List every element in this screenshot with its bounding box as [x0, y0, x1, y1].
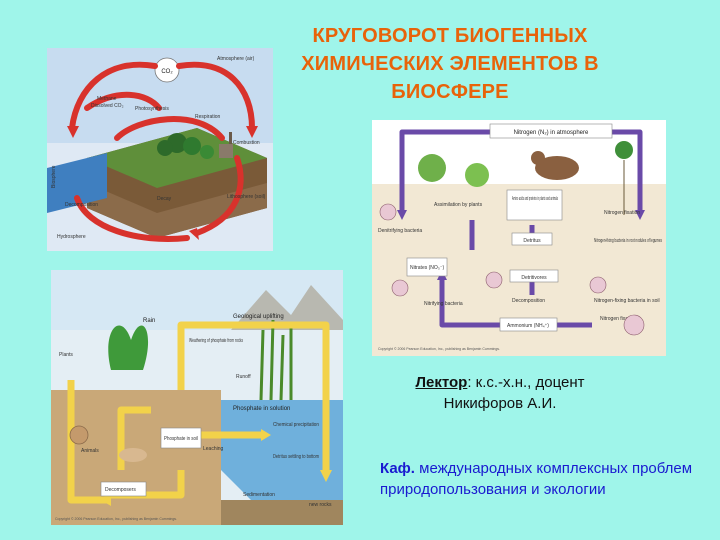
carbon-cycle-svg: CO₂ Atmosphere (air) Methane Dissolved C… [47, 48, 273, 251]
cabbage-left [418, 154, 446, 182]
title-line-3: БИОСФЕРЕ [270, 78, 630, 106]
rain-label: Rain [143, 318, 155, 324]
sedimentation-label: Sedimentation [243, 492, 275, 498]
nitrifying-label: Nitrifying bacteria [424, 301, 463, 307]
nitrogen-detritus-label: Detritus [523, 238, 541, 244]
phosphate-solution-label: Phosphate in solution [233, 406, 290, 412]
phosphorus-cycle-svg: Rain Geological uplifting Plants Weather… [51, 270, 343, 525]
hydrosphere-label: Hydrosphere [57, 234, 86, 240]
leaching-label: Leaching [203, 446, 224, 452]
assimilation-label: Assimilation by plants [434, 202, 483, 208]
nitrates-label: Nitrates (NO₃⁻) [410, 265, 444, 271]
nitrogen-atmosphere-label: Nitrogen (N₂) in atmosphere [514, 130, 589, 136]
lecturer-block: Лектор: к.с.-х.н., доцент Никифоров А.И. [360, 372, 640, 414]
nitrogen-copyright: Copyright © 2006 Pearson Education, Inc.… [378, 347, 500, 351]
co2-label: CO₂ [161, 69, 173, 75]
lecturer-degree: : к.с.-х.н., доцент [467, 374, 584, 391]
dissolved-label: Dissolved CO₂ [91, 103, 124, 109]
factory [219, 144, 233, 158]
detritivores-label: Detritivores [521, 275, 547, 281]
combustion-label: Combustion [233, 140, 260, 146]
phosphorus-detritus-label: Detritus settling to bottom [273, 454, 319, 460]
methane-label: Methane [97, 96, 117, 102]
mushrooms [119, 448, 147, 462]
lecturer-name: Никифоров А.И. [360, 393, 640, 414]
atmosphere-label: Atmosphere (air) [217, 56, 255, 62]
page-title: КРУГОВОРОТ БИОГЕННЫХ ХИМИЧЕСКИХ ЭЛЕМЕНТО… [270, 22, 630, 106]
title-line-1: КРУГОВОРОТ БИОГЕННЫХ [270, 22, 630, 50]
department-text: международных комплексных проблем природ… [380, 460, 692, 498]
respiration-label: Respiration [195, 114, 221, 120]
phosphate-soil-label: Phosphate in soil [164, 436, 198, 442]
lecturer-label: Лектор [415, 374, 467, 391]
nitrogen-decomposition-label: Decomposition [512, 298, 545, 304]
chemical-label: Chemical precipitation [273, 422, 319, 428]
title-line-2: ХИМИЧЕСКИХ ЭЛЕМЕНТОВ В [270, 50, 630, 78]
photosynthesis-label: Photosynthesis [135, 106, 169, 112]
decomposition-label: Decomposition [65, 202, 98, 208]
nitrogen-cycle-svg: Nitrogen (N₂) in atmosphere Amino acids … [372, 120, 666, 356]
decomposers-label: Decomposers [105, 487, 136, 493]
lecturer-line: Лектор: к.с.-х.н., доцент [360, 372, 640, 393]
decay-label: Decay [157, 196, 172, 202]
plants-label: Plants [59, 352, 73, 358]
fixing-soil-label: Nitrogen-fixing bacteria in soil [594, 298, 660, 304]
amino-label: Amino acids and proteins in plants and a… [512, 196, 558, 202]
snail [70, 426, 88, 444]
department-block: Каф. международных комплексных проблем п… [380, 458, 710, 500]
lithosphere-label: Lithosphere (soil) [227, 194, 266, 200]
weathering-label: Weathering of phosphate from rocks [189, 338, 243, 344]
phosphorus-cycle-diagram: Rain Geological uplifting Plants Weather… [51, 270, 343, 525]
clover [615, 141, 633, 159]
ammonium-label: Ammonium (NH₄⁺) [507, 323, 549, 329]
runoff-label: Runoff [236, 374, 251, 380]
amino-box [507, 190, 562, 220]
animals-label: Animals [81, 448, 99, 454]
carbon-cycle-diagram: CO₂ Atmosphere (air) Methane Dissolved C… [47, 48, 273, 251]
nitrogen-cycle-diagram: Nitrogen (N₂) in atmosphere Amino acids … [372, 120, 666, 356]
department-prefix: Каф. [380, 460, 415, 477]
legumes-label: Nitrogen-fixing bacteria in root nodules… [594, 238, 662, 244]
biosphere-label: Biosphere [51, 165, 57, 188]
fixation-label: Nitrogen fixation [604, 210, 640, 216]
geological-label: Geological uplifting [233, 314, 284, 320]
phosphorus-copyright: Copyright © 2006 Pearson Education, Inc.… [55, 517, 177, 521]
denitrifying-label: Denitrifying bacteria [378, 228, 422, 234]
new-rocks-label: new rocks [309, 502, 332, 508]
